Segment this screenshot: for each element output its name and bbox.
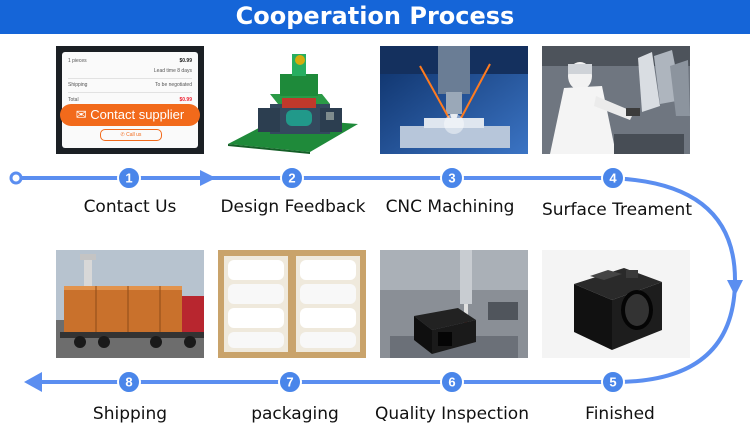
lead-time: Lead time 8 days [153,68,192,74]
step-2-label: Design Feedback [220,197,366,217]
step-8-label: Shipping [92,404,168,424]
phone-icon: ✆ [120,132,125,138]
quality-inspection-photo [380,250,528,358]
shipping-value: To be negotiated [155,82,192,88]
mail-icon: ✉ [75,107,87,122]
step-8-marker: 8 [117,370,141,394]
step-1-label: Contact Us [83,197,177,217]
step-3-label: CNC Machining [385,197,515,217]
call-us-label: Call us [126,132,142,138]
step-4-label: Surface Treament [541,200,692,220]
surface-treatment-photo [542,46,690,154]
step-1-marker: 1 [117,166,141,190]
step-3-number: 3 [448,171,455,186]
cnc-machining-photo [380,46,528,154]
step-3-marker: 3 [440,166,464,190]
step-7-number: 7 [286,375,293,390]
flow-arrowhead-right [727,280,743,296]
step-5-marker: 5 [601,370,625,394]
page-title: Cooperation Process [0,0,750,34]
step-6-label: Quality Inspection [375,404,529,424]
step-7-label: packaging [251,404,339,424]
flow-start-dot [9,171,23,185]
finished-part-photo [542,250,690,358]
step-5-number: 5 [609,375,616,390]
packaging-photo [218,250,366,358]
step-5-label: Finished [585,404,655,424]
step-6-marker: 6 [440,370,464,394]
design-feedback-image [218,46,366,154]
flow-arrowhead-bottom [24,372,42,392]
step-2-marker: 2 [280,166,304,190]
step-6-number: 6 [448,375,455,390]
step-7-marker: 7 [278,370,302,394]
pieces-price: $0.99 [179,58,192,64]
pieces-label: 1 pieces [68,58,87,64]
step-4-marker: 4 [601,166,625,190]
step-2-number: 2 [288,171,295,186]
contact-supplier-button[interactable]: ✉ Contact supplier [60,104,200,126]
total-price: $0.99 [179,97,192,103]
contact-supplier-label: Contact supplier [90,107,185,122]
call-us-button[interactable]: ✆ Call us [100,129,162,141]
step-1-number: 1 [125,171,132,186]
shipping-truck-photo [56,250,204,358]
step-4-number: 4 [609,171,617,186]
total-label: Total [68,97,79,103]
flow-arrowhead-top [200,170,216,186]
step-8-number: 8 [125,375,132,390]
shipping-label: Shipping [68,82,88,88]
